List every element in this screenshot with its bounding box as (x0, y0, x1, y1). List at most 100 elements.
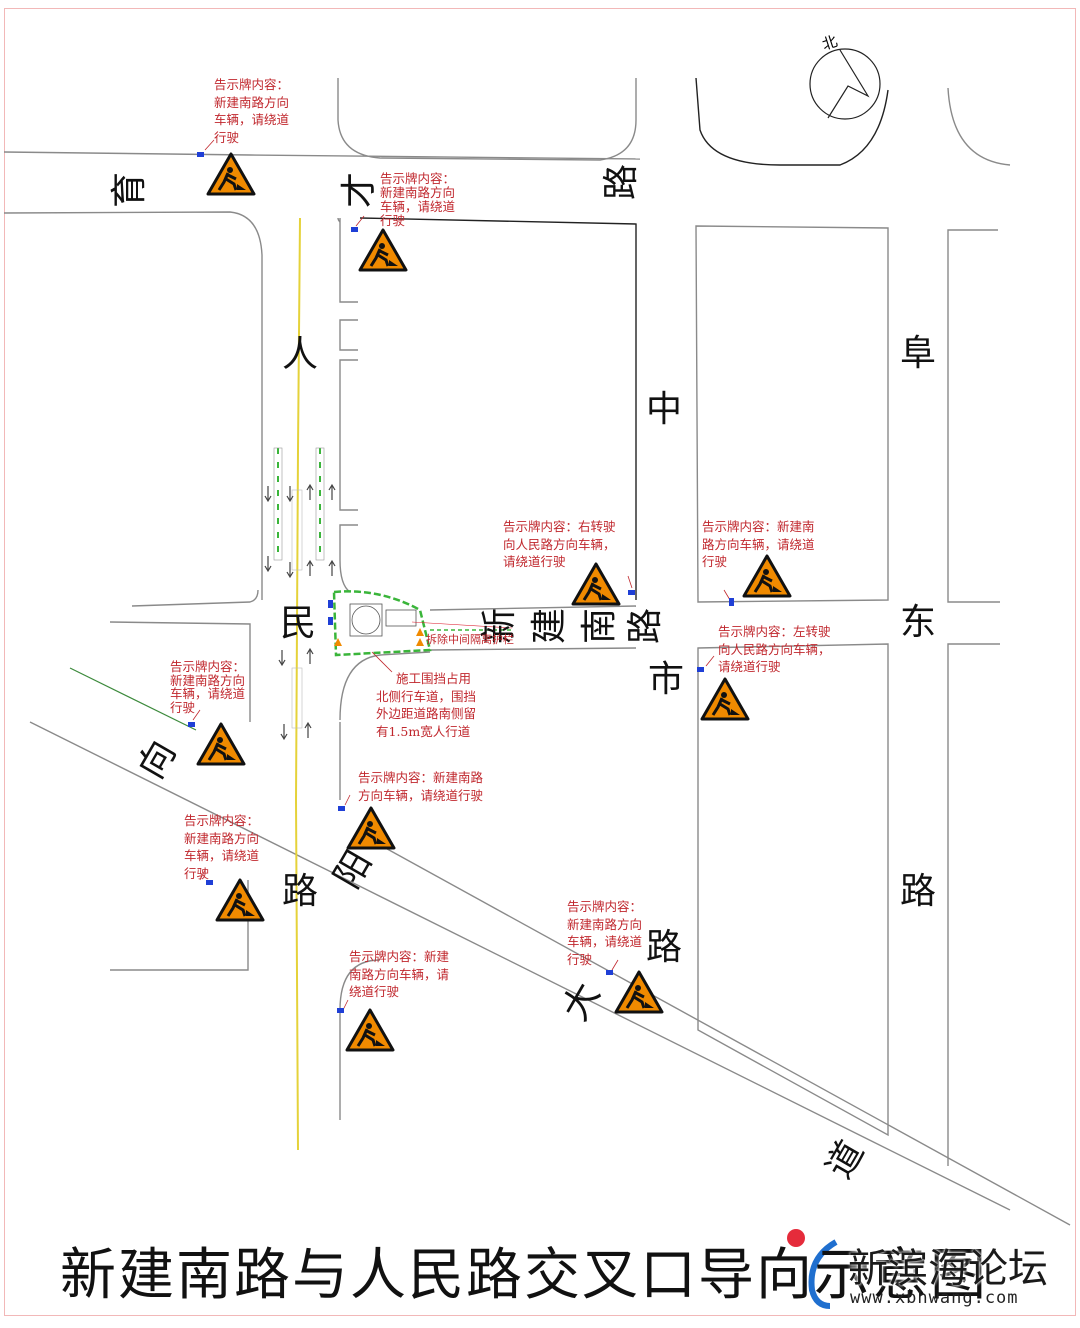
watermark-logo (787, 1229, 838, 1309)
sign-marker (729, 598, 734, 606)
road-label-lu-fu: 路 (900, 871, 937, 912)
road-edge (131, 589, 259, 607)
sign-caption-line: 新建南路方向 (184, 830, 260, 846)
sign-caption-line: 行驶 (170, 699, 196, 715)
road-edge (69, 667, 197, 731)
road-label-nan: 南 (579, 607, 621, 645)
compass (809, 48, 881, 120)
sign-marker (188, 722, 195, 727)
sign-caption-9: 告示牌内容： 新建南路方向 车辆，请绕道 行驶 (567, 898, 642, 968)
sign-caption-line: 行驶 (184, 865, 210, 881)
sign-marker (351, 227, 358, 232)
road-edge (339, 319, 358, 351)
sign-caption-line: 车辆，请绕道 (170, 686, 246, 701)
sign-caption-line: 告示牌内容： (214, 77, 290, 92)
sign-caption-line: 路方向车辆，请绕道 (702, 536, 815, 552)
road-label-lu-xy: 路 (282, 871, 319, 912)
sign-caption-line: 请绕道行驶 (718, 659, 781, 674)
road-label-yu: 育 (109, 171, 151, 209)
road-edge (339, 651, 431, 721)
lane-arrows (264, 483, 336, 741)
road-label-shi: 市 (648, 659, 685, 700)
watermark-site-name: 新滨海论坛 (848, 1246, 1048, 1292)
diagram-title: 新建南路与人民路交叉口导向示意图 (60, 1243, 988, 1308)
road-edge (697, 643, 889, 1137)
construction-note-line: 外边距道路南侧留 (376, 706, 477, 721)
construction-warning-sign-icon (346, 806, 396, 850)
sign-caption-2: 告示牌内容： 新建南路方向 车辆，请绕道 行驶 (380, 172, 455, 228)
sign-caption-line: 行驶 (380, 213, 406, 228)
sign-caption-line: 告示牌内容：右转驶 (503, 519, 616, 534)
sign-caption-6: 告示牌内容： 新建南路方向 车辆，请绕道 行驶 (170, 660, 245, 714)
sign-caption-line: 车辆，请绕道 (184, 848, 260, 863)
leader-lines (192, 139, 731, 1011)
road-label-jian: 建 (529, 607, 571, 645)
sign-caption-line: 向人民路方向车辆， (718, 641, 831, 657)
road-label-zhong: 中 (646, 389, 683, 430)
construction-note-line: 施工围挡占用 (396, 671, 472, 686)
sign-marker (206, 880, 213, 885)
sign-caption-line: 新建南路方向 (380, 185, 456, 200)
sign-caption-line: 行驶 (214, 129, 240, 145)
sign-caption-3: 告示牌内容：右转驶 向人民路方向车辆， 请绕道行驶 (503, 518, 616, 571)
road-edge (339, 218, 358, 303)
road-edge (695, 225, 889, 603)
road-edge (359, 217, 637, 600)
road-label-cai: 才 (339, 171, 381, 209)
construction-zone (328, 590, 513, 673)
sign-caption-line: 告示牌内容：左转驶 (718, 624, 831, 639)
road-edge (947, 643, 1000, 1166)
road-label-ren: 人 (282, 334, 319, 375)
sign-caption-7: 告示牌内容：新建南路 方向车辆，请绕道行驶 (358, 769, 483, 804)
sign-caption-line: 告示牌内容：新建南路 (358, 770, 484, 785)
construction-warning-sign-icon (700, 677, 750, 721)
road-edge (947, 229, 1000, 603)
road-label-dong: 东 (900, 602, 937, 643)
construction-note-line: 有1.5m宽人行道 (376, 723, 471, 739)
construction-warning-sign-icon (345, 1008, 395, 1052)
road-label-lu-cai: 路 (601, 163, 643, 201)
remove-railing-note: 拆除中间隔离护栏 (426, 633, 514, 646)
construction-warning-sign-icon (571, 562, 621, 606)
watermark-url: www.xbhwang.com (850, 1288, 1019, 1308)
road-edge (695, 77, 889, 166)
sign-marker (337, 1008, 344, 1013)
sign-caption-line: 告示牌内容：新建南 (702, 519, 815, 534)
sign-caption-line: 行驶 (567, 951, 593, 967)
road-edge (339, 359, 358, 511)
road-label-lu-dd: 路 (646, 927, 683, 968)
construction-warning-sign-icon (614, 970, 664, 1014)
construction-warning-sign-icon (358, 228, 408, 272)
sign-caption-line: 南路方向车辆，请 (349, 966, 450, 982)
road-edge (429, 605, 637, 611)
sign-caption-5: 告示牌内容：左转驶 向人民路方向车辆， 请绕道行驶 (718, 623, 831, 676)
sign-caption-line: 方向车辆，请绕道行驶 (358, 787, 484, 803)
road-edge (29, 721, 1011, 1211)
sign-marker (197, 152, 204, 157)
sign-marker (338, 806, 345, 811)
sign-caption-line: 绕道行驶 (349, 984, 400, 999)
sign-caption-10: 告示牌内容：新建 南路方向车辆，请 绕道行驶 (349, 948, 449, 1001)
road-edge (249, 154, 641, 160)
sign-caption-line: 告示牌内容： (184, 813, 260, 828)
sign-caption-line: 新建南路方向 (567, 916, 643, 932)
map-frame (4, 8, 1076, 1316)
construction-warning-sign-icon (206, 152, 256, 196)
construction-warning-sign-icon (742, 554, 792, 598)
construction-warning-sign-icon (196, 722, 246, 766)
sign-caption-8: 告示牌内容： 新建南路方向 车辆，请绕道 行驶 (184, 812, 259, 882)
sign-caption-line: 告示牌内容：新建 (349, 949, 450, 964)
road-edge (109, 621, 251, 722)
road-edge (379, 844, 1071, 1226)
road-edge (947, 87, 1011, 166)
construction-note: 施工围挡占用 北侧行车道，围挡 外边距道路南侧留 有1.5m宽人行道 (376, 670, 476, 740)
sign-caption-line: 向人民路方向车辆， (503, 536, 616, 552)
sign-marker (697, 667, 704, 672)
road-edge (3, 211, 263, 600)
sign-caption-line: 告示牌内容： (380, 171, 456, 186)
sign-caption-line: 车辆，请绕道 (380, 199, 456, 214)
separator-railings (273, 447, 325, 729)
sign-caption-line: 请绕道行驶 (503, 554, 566, 569)
sign-caption-4: 告示牌内容：新建南 路方向车辆，请绕道 行驶 (702, 518, 815, 571)
